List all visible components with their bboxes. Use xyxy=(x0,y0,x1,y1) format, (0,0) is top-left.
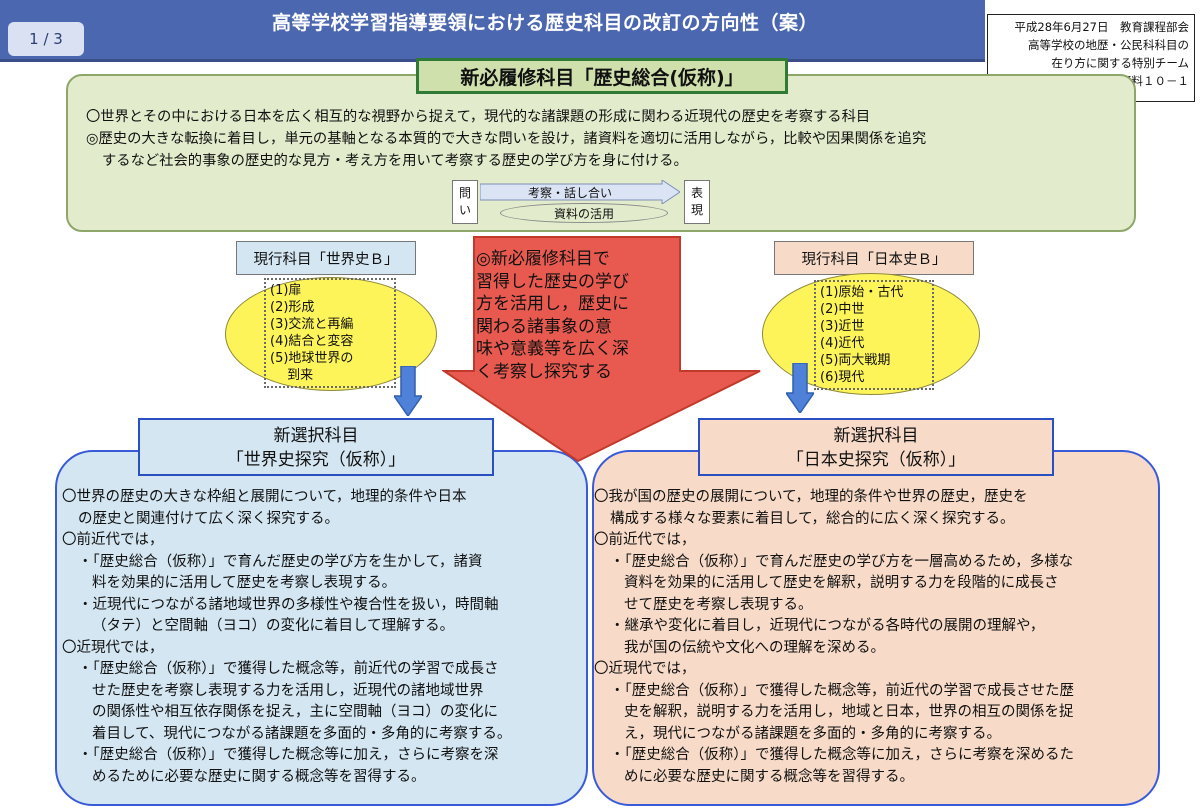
body-line: 〇前近代では， xyxy=(62,532,164,548)
center-down-arrow-icon xyxy=(442,236,761,463)
body-line: 料を効果的に活用して歴史を考察し表現する。 xyxy=(92,575,397,591)
meta-line: 在り方に関する特別チーム xyxy=(1051,56,1189,70)
current-world-history-units: (1)扉 (2)形成 (3)交流と再編 (4)結合と変容 (5)地球世界の 到来 xyxy=(264,278,396,388)
down-arrow-icon xyxy=(786,363,814,413)
new-required-subject-description: 〇世界とその中における日本を広く相互的な視野から捉えて，現代的な諸課題の形成に関… xyxy=(86,106,1131,172)
subject-title-line: 新選択科目 xyxy=(833,426,919,446)
body-line: 我が国の伝統や文化への理解を深める。 xyxy=(624,639,885,656)
body-line: めるために必要な歴史に関する概念等を習得する。 xyxy=(92,768,426,785)
current-world-history-label: 現行科目「世界史Ｂ」 xyxy=(236,241,416,275)
body-line: 〇世界の歴史の大きな枠組と展開について，地理的条件や日本 xyxy=(62,489,467,505)
unit-item: (4)結合と変容 xyxy=(270,334,354,349)
page-indicator: 1 / 3 xyxy=(8,22,84,56)
meta-line: 平成28年6月27日 教育課程部会 xyxy=(1014,20,1189,34)
center-arrow-line: 習得した歴史の学び xyxy=(476,271,629,292)
flow-presentation-char: 表 xyxy=(690,186,703,200)
flow-question-char: い xyxy=(458,203,471,217)
unit-item: (2)形成 xyxy=(270,300,315,315)
body-line: （タテ）と空間軸（ヨコ）の変化に着目して理解する。 xyxy=(92,618,455,634)
world-history-inquiry-panel xyxy=(55,450,588,806)
body-line: めに必要な歴史に関する概念等を習得する。 xyxy=(624,768,914,785)
center-arrow-line: ◎新必履修科目で xyxy=(476,249,610,269)
body-line: ・「歴史総合（仮称）」で獲得した概念等に加え，さらに考察を深めるた xyxy=(610,747,1074,763)
description-line: ◎歴史の大きな転換に着目し，単元の基軸となる本質的で大きな問いを設け，諸資料を適… xyxy=(86,131,927,147)
body-line: 史を解釈，説明する力を活用し，地域と日本，世界の相互の関係を捉 xyxy=(624,704,1074,720)
body-line: 〇近現代では， xyxy=(62,639,164,656)
japanese-history-inquiry-body: 〇我が国の歴史の展開について，地理的条件や世界の歴史，歴史を構成する様々な要素に… xyxy=(594,487,1154,788)
unit-item: (4)近代 xyxy=(820,336,865,351)
unit-item: (3)交流と再編 xyxy=(270,317,354,332)
center-arrow-line: 味や意義等を広く深 xyxy=(476,339,629,359)
unit-item: (1)扉 xyxy=(270,283,302,298)
flow-resource-ellipse: 資料の活用 xyxy=(500,203,668,223)
description-line: するなど社会的事象の歴史的な見方・考え方を用いて考察する歴史の学び方を身に付ける… xyxy=(102,153,688,169)
flow-question-box: 問 い xyxy=(452,180,478,224)
subject-title-line: 「世界史探究（仮称）」 xyxy=(226,450,406,470)
body-line: ・「歴史総合（仮称）」で獲得した概念等に加え，さらに考察を深 xyxy=(78,747,499,763)
body-line: ・「歴史総合（仮称）」で獲得した概念等，前近代の学習で成長させた歴 xyxy=(610,682,1074,699)
flow-presentation-box: 表 現 xyxy=(684,180,710,224)
flow-arrow-label: 考察・話し合い xyxy=(527,186,612,200)
unit-item: (2)中世 xyxy=(820,302,865,317)
body-line: え，現代につながる諸課題を多面的・多角的に考察する。 xyxy=(624,725,1001,742)
body-line: の歴史と関連付けて広く深く探究する。 xyxy=(78,510,339,527)
body-line: ・継承や変化に着目し，近現代につながる各時代の展開の理解や， xyxy=(610,618,1045,634)
page-title: 高等学校学習指導要領における歴史科目の改訂の方向性（案） xyxy=(271,12,818,34)
unit-item: (3)近世 xyxy=(820,319,865,334)
flow-question-char: 問 xyxy=(458,186,471,200)
body-line: ・「歴史総合（仮称）」で育んだ歴史の学び方を一層高めるため，多様な xyxy=(610,553,1074,570)
current-japanese-history-label: 現行科目「日本史Ｂ」 xyxy=(774,241,974,275)
body-line: 構成する様々な要素に着目して，総合的に広く深く探究する。 xyxy=(610,510,1015,527)
body-line: 〇近現代では， xyxy=(594,661,696,677)
meta-line: 高等学校の地歴・公民科科目の xyxy=(1028,38,1189,52)
body-line: の関係性や相互依存関係を捉え，主に空間軸（ヨコ）の変化に xyxy=(92,704,498,720)
subject-title-line: 新選択科目 xyxy=(273,426,359,446)
description-line: 〇世界とその中における日本を広く相互的な視野から捉えて，現代的な諸課題の形成に関… xyxy=(86,109,871,125)
body-line: ・「歴史総合（仮称）」で獲得した概念等，前近代の学習で成長さ xyxy=(78,661,499,677)
unit-item: (5)地球世界の xyxy=(270,351,354,366)
center-arrow-line: 方を活用し，歴史に xyxy=(476,294,629,314)
world-history-inquiry-title: 新選択科目 「世界史探究（仮称）」 xyxy=(138,418,494,476)
body-line: 着目して、現代につながる諸課題を多面的・多角的に考察する。 xyxy=(92,725,512,742)
body-line: 〇我が国の歴史の展開について，地理的条件や世界の歴史，歴史を xyxy=(594,489,1028,505)
world-history-inquiry-body: 〇世界の歴史の大きな枠組と展開について，地理的条件や日本の歴史と関連付けて広く深… xyxy=(62,487,584,788)
body-line: ・近現代につながる諸地域世界の多様性や複合性を扱い，時間軸 xyxy=(78,596,499,613)
body-line: 〇前近代では， xyxy=(594,532,696,548)
body-line: 資料を効果的に活用して歴史を解釈，説明する力を段階的に成長さ xyxy=(624,575,1059,591)
down-arrow-icon xyxy=(394,366,422,416)
japanese-history-inquiry-panel xyxy=(592,450,1160,806)
center-arrow-text: ◎新必履修科目で 習得した歴史の学び 方を活用し，歴史に 関わる諸事象の意 味や… xyxy=(476,248,681,383)
center-arrow-line: く考察し探究する xyxy=(476,361,612,382)
unit-item: (6)現代 xyxy=(820,370,865,385)
subject-title-line: 「日本史探究（仮称）」 xyxy=(786,450,966,470)
flow-presentation-char: 現 xyxy=(690,203,703,217)
body-line: ・「歴史総合（仮称）」で育んだ歴史の学び方を生かして，諸資 xyxy=(78,553,483,570)
japanese-history-inquiry-title: 新選択科目 「日本史探究（仮称）」 xyxy=(698,418,1054,476)
current-japanese-history-units: (1)原始・古代 (2)中世 (3)近世 (4)近代 (5)両大戦期 (6)現代 xyxy=(814,280,934,390)
new-required-subject-title: 新必履修科目「歴史総合(仮称)」 xyxy=(416,58,788,94)
body-line: せて歴史を考察し表現する。 xyxy=(624,596,813,613)
body-line: せた歴史を考察し表現する力を活用し，近現代の諸地域世界 xyxy=(92,682,484,699)
meta-line: 資料１０－１ xyxy=(1120,74,1189,88)
flow-arrow-icon xyxy=(480,180,680,204)
unit-item: (5)両大戦期 xyxy=(820,353,891,368)
unit-item: 到来 xyxy=(270,368,314,383)
center-arrow-line: 関わる諸事象の意 xyxy=(476,316,612,337)
unit-item: (1)原始・古代 xyxy=(820,285,904,300)
